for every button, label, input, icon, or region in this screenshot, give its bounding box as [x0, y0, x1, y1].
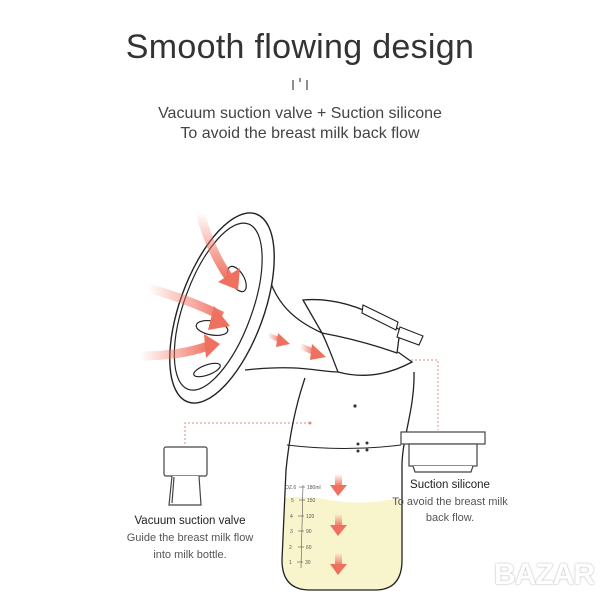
svg-text:60: 60: [306, 545, 312, 551]
valve-callout-title: Vacuum suction valve: [134, 515, 246, 527]
silicone-callout-line2: back flow.: [425, 512, 475, 524]
flow-arrow-icon: [208, 306, 230, 330]
ml-label: 180ml: [307, 485, 321, 491]
valve-leader-line: [184, 422, 310, 446]
flow-arrow-icon: [218, 268, 240, 290]
svg-text:30: 30: [305, 560, 311, 566]
silicone-callout-title: Suction silicone: [410, 479, 490, 491]
funnel-hole: [193, 362, 221, 378]
svg-text:120: 120: [306, 514, 315, 520]
vacuum-valve-illustration: [163, 446, 208, 506]
valve-callout-line2: into milk bottle.: [153, 549, 227, 561]
flow-arrow-icon: [310, 344, 326, 360]
flow-arrow-icon: [139, 341, 210, 361]
valve-callout-line1: Guide the breast milk flow: [126, 532, 254, 544]
flow-arrow-icon: [335, 514, 342, 526]
indicator-light: [353, 404, 357, 408]
watermark-logo: BAZAR: [494, 558, 595, 591]
page-title: Smooth flowing design: [125, 28, 475, 66]
svg-text:1: 1: [289, 560, 292, 566]
ml-marks: 150 120 90 60 30: [305, 498, 316, 566]
flow-arrow-icon: [335, 553, 342, 565]
silicone-callout-line1: To avoid the breast milk: [392, 496, 508, 508]
flow-arrow-icon: [335, 474, 342, 486]
silicone-leader-line: [355, 359, 439, 430]
oz-marks: 5 4 3 2 1: [289, 498, 294, 566]
suction-silicone-illustration: [400, 431, 486, 473]
connector: [396, 326, 424, 346]
title-decoration-icon: [292, 78, 308, 90]
flow-arrow-icon: [330, 525, 347, 536]
subtitle-line2: To avoid the breast milk back flow: [180, 125, 420, 142]
oz-label: OZ.6: [285, 485, 296, 491]
svg-text:3: 3: [290, 529, 293, 535]
flow-arrow-icon: [330, 564, 347, 575]
milk-fill: [282, 497, 402, 590]
svg-text:4: 4: [290, 514, 293, 520]
flow-arrow-icon: [204, 334, 220, 358]
svg-text:150: 150: [307, 498, 316, 504]
breast-shield-funnel: [169, 212, 275, 404]
subtitle-line1: Vacuum suction valve + Suction silicone: [158, 105, 442, 122]
lid-button: [361, 304, 399, 331]
svg-text:90: 90: [306, 529, 312, 535]
flow-arrow-icon: [276, 333, 290, 347]
svg-text:5: 5: [291, 498, 294, 504]
flow-arrows: [139, 210, 347, 575]
bottle-scale: [297, 484, 305, 569]
svg-text:2: 2: [289, 545, 292, 551]
flow-arrow-icon: [330, 485, 347, 496]
speaker-holes-icon: [356, 441, 369, 453]
flow-arrow-icon: [195, 210, 232, 279]
